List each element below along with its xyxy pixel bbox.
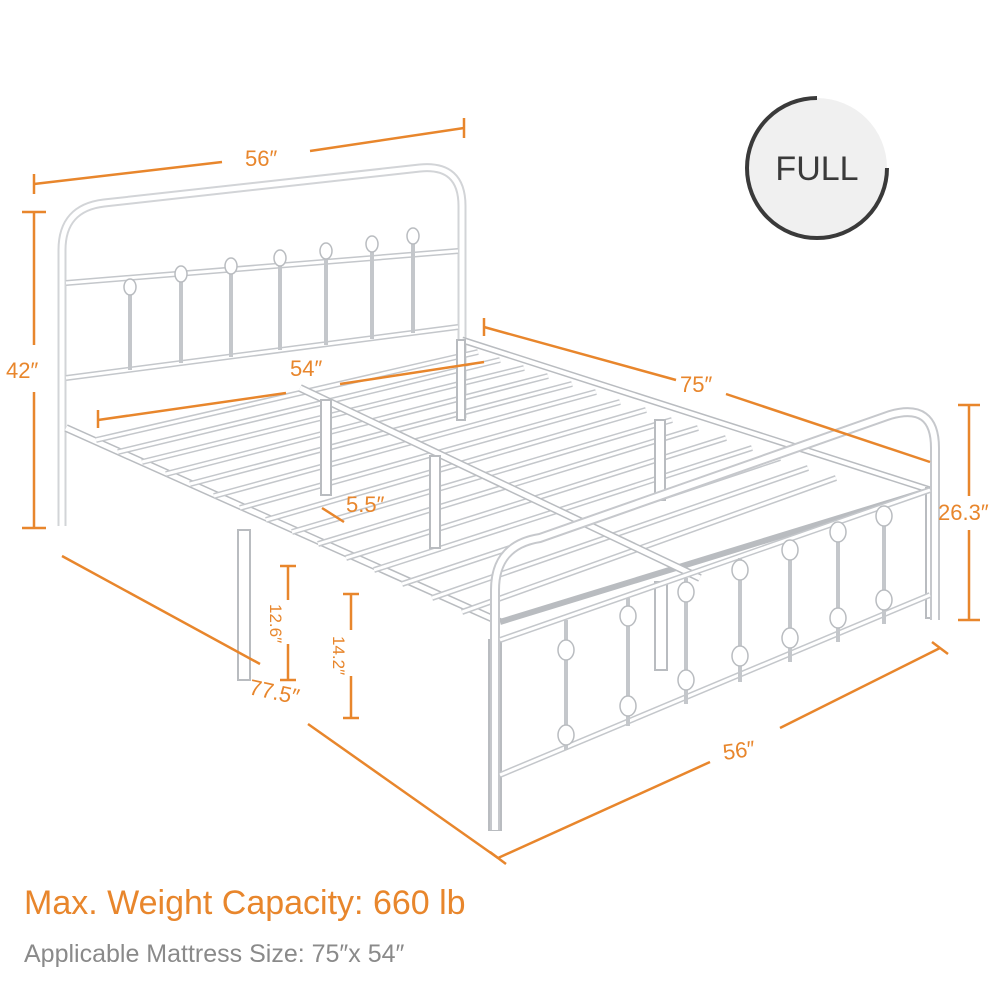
size-badge-label: FULL bbox=[775, 150, 858, 188]
footboard bbox=[490, 407, 940, 830]
weight-capacity-text: Max. Weight Capacity: 660 lb bbox=[24, 884, 466, 922]
side-rails bbox=[64, 336, 932, 626]
label-footboard-width: 56″ bbox=[721, 736, 757, 765]
label-length: 75″ bbox=[680, 372, 712, 397]
size-badge: FULL bbox=[745, 96, 889, 240]
label-footboard-height: 26.3″ bbox=[938, 500, 989, 525]
dimension-labels: 56″ 42″ 54″ 75″ 26.3″ 5.5″ 12.6″ 14.2″ 7… bbox=[6, 146, 989, 765]
label-headboard-height: 42″ bbox=[6, 358, 38, 383]
label-slat-gap: 5.5″ bbox=[346, 492, 385, 517]
center-support-rail bbox=[298, 384, 702, 582]
label-rail-height: 14.2″ bbox=[329, 636, 348, 675]
dimension-lines bbox=[22, 118, 980, 865]
label-inner-width: 54″ bbox=[290, 356, 322, 381]
label-headboard-width: 56″ bbox=[245, 146, 277, 171]
bed-frame-drawing bbox=[57, 163, 940, 831]
mattress-size-text: Applicable Mattress Size: 75″x 54″ bbox=[24, 940, 405, 968]
headboard bbox=[57, 163, 467, 526]
label-under-bed-clearance: 12.6″ bbox=[266, 604, 285, 643]
